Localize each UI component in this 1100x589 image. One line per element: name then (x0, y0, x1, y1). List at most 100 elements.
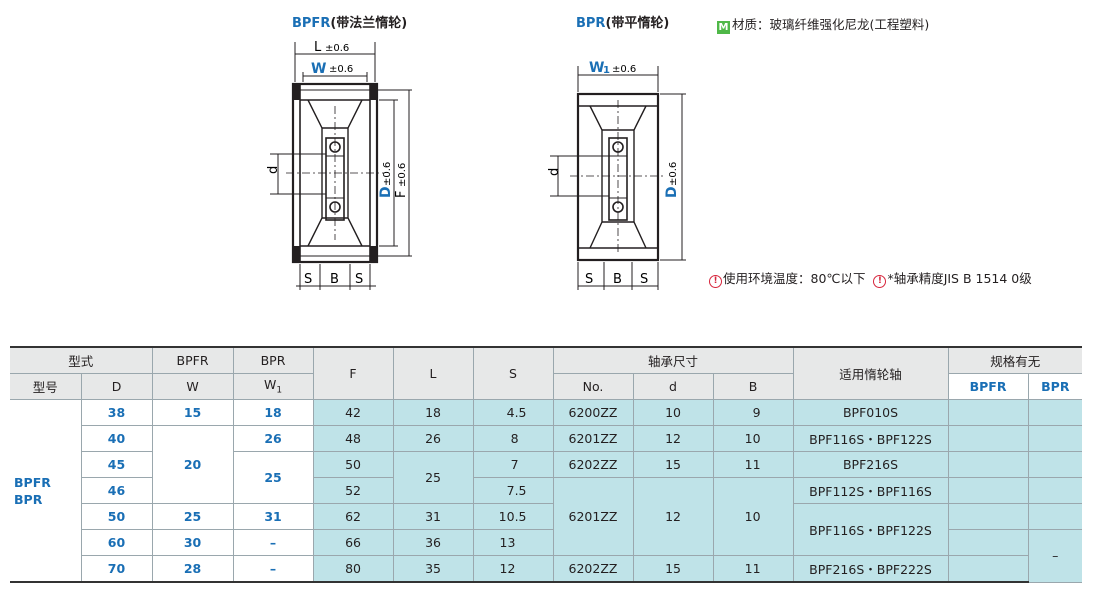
th-d-outer: D (81, 373, 153, 400)
dim-d-tol-bpr: ±0.6 (668, 162, 679, 186)
cell-s: 8 (473, 425, 554, 452)
cell-d-inner: 10 (633, 399, 714, 426)
bpfr-drawing: L ±0.6 W ±0.6 d D ±0.6 F ±0.6 S B S (266, 40, 412, 290)
th-bpfr: BPFR (152, 346, 234, 374)
cell-shaft: BPF116S・BPF122S (793, 503, 949, 556)
bearing-note: *轴承精度JIS B 1514 0级 (887, 271, 1032, 286)
caption-bpfr-code: BPFR (292, 16, 331, 31)
warning-icon: ! (873, 275, 887, 288)
dim-w-tol: ±0.6 (329, 64, 353, 75)
table-row: 46 52 7.5 6201ZZ 12 10 BPF112S・BPF116S (10, 477, 1083, 556)
cell-spec-bpr (1028, 451, 1083, 478)
cell-d: 40 (81, 425, 153, 452)
th-no: No. (553, 373, 634, 400)
cell-f: 48 (313, 425, 394, 452)
cell-d-inner: 15 (633, 555, 714, 583)
table-row: 70 28 – 80 35 12 6202ZZ 15 11 BPF216S・BP… (10, 555, 1082, 583)
dim-s-left: S (304, 272, 312, 287)
cell-d: 45 (81, 451, 153, 478)
cell-l: 25 (393, 451, 474, 504)
cell-w1: 25 (233, 451, 314, 504)
dim-l: L (314, 40, 322, 55)
cell-spec-bpfr (948, 477, 1029, 504)
cell-s: 4.5 (473, 399, 554, 426)
cell-b: 10 (713, 425, 794, 452)
caption-bpfr: BPFR(带法兰惰轮) (292, 12, 407, 31)
cell-spec-bpfr (948, 529, 1029, 556)
cell-shaft: BPF116S・BPF122S (793, 425, 949, 452)
group-label-line2: BPR (14, 491, 43, 507)
cell-d-inner: 15 (633, 451, 714, 478)
cell-spec-bpfr (948, 555, 1029, 583)
cell-f: 62 (313, 503, 394, 530)
material-badge: M (717, 21, 730, 34)
cell-shaft: BPF216S (793, 451, 949, 478)
cell-no: 6201ZZ (553, 425, 634, 452)
cell-spec-bpr (1028, 425, 1083, 452)
dim-d-tol: ±0.6 (382, 162, 393, 186)
cell-s: 7.5 (473, 477, 554, 504)
table-row: 40 20 26 48 26 8 6201ZZ 12 10 BPF116S・BP… (10, 425, 1083, 504)
cell-no: 6200ZZ (553, 399, 634, 426)
cell-f: 66 (313, 529, 394, 556)
cell-l: 35 (393, 555, 474, 583)
cell-w1: – (233, 555, 314, 583)
cell-d: 50 (81, 503, 153, 530)
dim-d-small-bpr: d (547, 168, 562, 176)
cell-d: 46 (81, 477, 153, 504)
cell-spec-bpr (1028, 503, 1083, 530)
table-row: 45 25 50 25 7 6202ZZ 15 11 BPF216S (10, 451, 1083, 504)
cell-b: 11 (713, 555, 794, 583)
dim-w: W (311, 61, 326, 77)
temp-note: 使用环境温度：80℃以下 (723, 271, 866, 286)
th-type: 型式 (10, 346, 153, 374)
cell-spec-bpfr (948, 503, 1029, 530)
cell-b: 11 (713, 451, 794, 478)
cell-no: 6202ZZ (553, 451, 634, 478)
cell-l: 26 (393, 425, 474, 452)
caption-bpr-name: (带平惰轮) (605, 16, 670, 31)
caption-bpr: BPR(带平惰轮) (576, 12, 669, 31)
cell-spec-bpr-dash: – (1028, 529, 1083, 583)
cell-w: 20 (152, 425, 234, 504)
cell-spec-bpr (1028, 477, 1083, 504)
dim-w1-sub: 1 (603, 65, 610, 76)
cell-w: 30 (152, 529, 234, 556)
table-header-row: 型号 D W W1 No. d B BPFR BPR (10, 373, 1083, 400)
cell-l: 18 (393, 399, 474, 426)
th-s: S (473, 346, 554, 400)
cell-w1: 18 (233, 399, 314, 426)
dim-f: F (394, 191, 409, 198)
dim-s-right-bpr: S (640, 272, 648, 287)
group-label-line1: BPFR (14, 474, 51, 490)
cell-w1: 26 (233, 425, 314, 452)
bpr-drawing: W 1 ±0.6 d D ±0.6 S B S (547, 60, 686, 290)
th-spec-bpfr: BPFR (948, 373, 1029, 400)
warning-icon: ! (709, 275, 722, 288)
cell-w: 15 (152, 399, 234, 426)
cell-w: 25 (152, 503, 234, 530)
caption-bpfr-name: (带法兰惰轮) (330, 16, 408, 31)
th-spec-bpr: BPR (1028, 373, 1083, 400)
th-bpr: BPR (233, 346, 314, 374)
dim-f-tol: ±0.6 (397, 163, 408, 187)
table-header-row: 型式 BPFR BPR F L S 轴承尺寸 适用惰轮轴 规格有无 (10, 346, 1083, 400)
th-w: W (152, 373, 234, 400)
dim-s-right: S (355, 272, 363, 287)
cell-s: 7 (473, 451, 554, 478)
cell-d-inner: 12 (633, 477, 714, 556)
cell-s: 10.5 (473, 503, 554, 530)
th-model: 型号 (10, 373, 82, 400)
cell-f: 50 (313, 451, 394, 478)
cell-d: 70 (81, 555, 153, 583)
cell-l: 31 (393, 503, 474, 530)
material-text: 材质：玻璃纤维强化尼龙(工程塑料) (732, 17, 930, 32)
dim-l-tol: ±0.6 (325, 43, 349, 54)
cell-spec-bpfr (948, 425, 1029, 452)
th-spec: 规格有无 (948, 346, 1083, 374)
cell-s: 13 (473, 529, 554, 556)
th-w1-sub: 1 (276, 385, 283, 396)
notes-line: !使用环境温度：80℃以下 !*轴承精度JIS B 1514 0级 (709, 268, 1032, 288)
cell-d: 38 (81, 399, 153, 426)
